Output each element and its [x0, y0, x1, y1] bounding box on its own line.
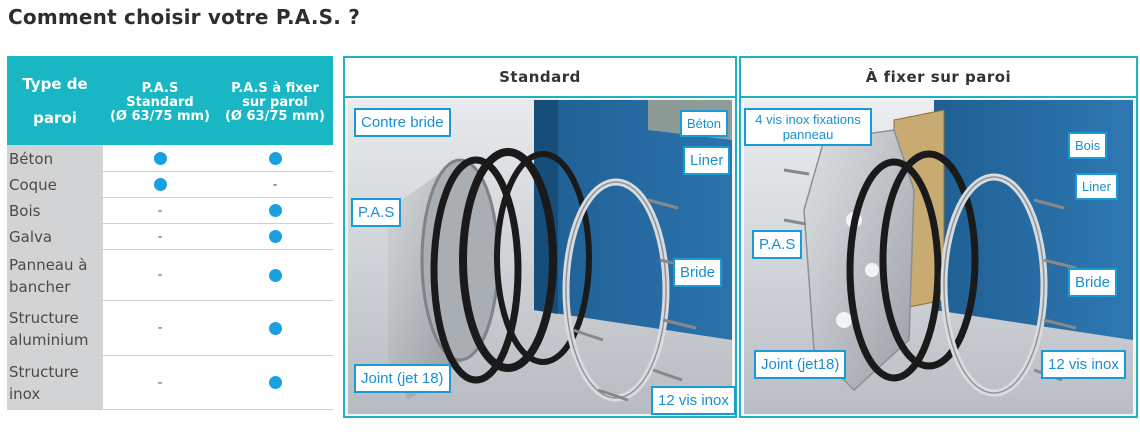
dash-icon: -: [157, 202, 163, 219]
row-label: Béton: [7, 145, 103, 171]
cell-standard: -: [103, 250, 217, 300]
filled-blue-dot-icon: [268, 230, 282, 243]
panel-fixer: À fixer sur paroi: [739, 56, 1138, 418]
header-pas-fixer: P.A.S à fixer sur paroi (Ø 63/75 mm): [224, 80, 325, 124]
label-vis-fixer: 12 vis inox: [1041, 350, 1126, 379]
panel-standard-title: Standard: [345, 58, 735, 98]
cell-standard: -: [103, 301, 217, 355]
cell-fixer: [217, 356, 333, 409]
filled-blue-dot-icon: [153, 151, 167, 165]
row-label: Bois: [7, 198, 103, 223]
cell-fixer: [217, 224, 333, 249]
label-bois: Bois: [1068, 132, 1108, 159]
filled-blue-dot-icon: [153, 178, 167, 191]
table-header: Type de paroi P.A.S Standard (Ø 63/75 mm…: [7, 56, 333, 145]
label-pas-fixer: P.A.S: [752, 230, 803, 259]
filled-blue-dot-icon: [268, 204, 282, 217]
filled-blue-dot-icon: [268, 376, 282, 389]
cell-fixer: [217, 250, 333, 300]
label-pas: P.A.S: [351, 198, 402, 227]
wall-type-table: Type de paroi P.A.S Standard (Ø 63/75 mm…: [7, 56, 333, 410]
cell-standard: -: [103, 356, 217, 409]
cell-fixer: [217, 301, 333, 355]
table-row: Galva -: [7, 224, 333, 250]
dash-icon: -: [157, 320, 163, 336]
table-row: Béton: [7, 145, 333, 172]
panel-fixer-title: À fixer sur paroi: [741, 58, 1136, 98]
label-vis: 12 vis inox: [651, 386, 736, 415]
panel-standard: Standard: [343, 56, 737, 418]
page-title: Comment choisir votre P.A.S. ?: [8, 5, 361, 29]
label-liner-fixer: Liner: [1075, 173, 1118, 200]
cell-standard: -: [103, 198, 217, 223]
cell-standard: -: [103, 224, 217, 249]
table-row: Coque -: [7, 172, 333, 198]
cell-fixer: [217, 145, 333, 171]
header-pas-standard: P.A.S Standard (Ø 63/75 mm): [109, 80, 210, 124]
label-beton: Béton: [680, 110, 728, 137]
row-label: Galva: [7, 224, 103, 249]
dash-icon: -: [272, 176, 278, 193]
dash-icon: -: [157, 374, 163, 391]
row-label: Coque: [7, 172, 103, 197]
label-contre-bride: Contre bride: [354, 108, 451, 137]
label-bride: Bride: [673, 258, 723, 287]
cell-standard: [103, 172, 217, 197]
dash-icon: -: [157, 267, 163, 283]
filled-blue-dot-icon: [268, 151, 282, 165]
cell-fixer: -: [217, 172, 333, 197]
filled-blue-dot-icon: [268, 321, 282, 335]
label-liner: Liner: [683, 146, 731, 175]
label-bride-fixer: Bride: [1068, 268, 1118, 297]
table-row: Bois -: [7, 198, 333, 224]
filled-blue-dot-icon: [268, 268, 282, 282]
label-joint: Joint (jet 18): [354, 364, 451, 393]
header-wall-type: Type de paroi: [22, 74, 88, 127]
dash-icon: -: [157, 228, 163, 245]
cell-fixer: [217, 198, 333, 223]
cell-standard: [103, 145, 217, 171]
label-vis-fixation: 4 vis inox fixations panneau: [744, 108, 872, 146]
label-joint-fixer: Joint (jet18): [754, 350, 847, 379]
